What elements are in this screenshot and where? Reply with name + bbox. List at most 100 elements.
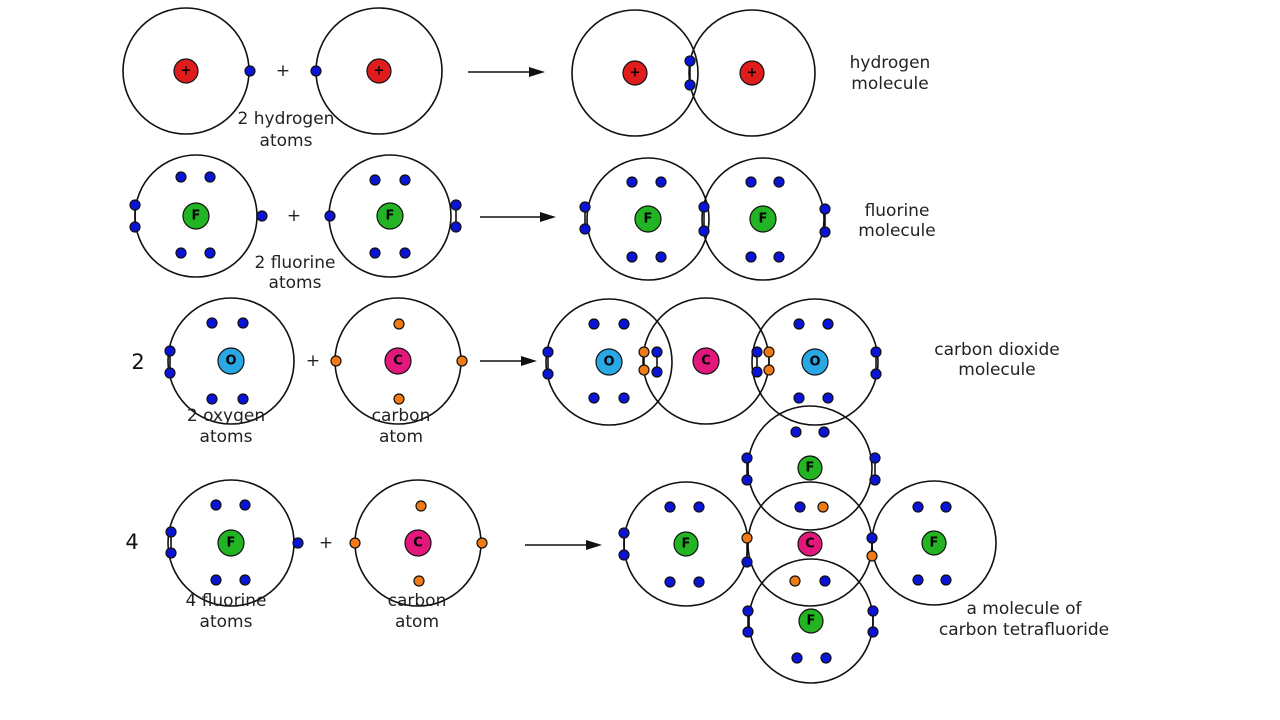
fluorine-atom: F — [165, 479, 304, 607]
electron-shell — [747, 405, 873, 531]
electron-dot — [912, 501, 924, 513]
reactant-label: carbon — [388, 591, 447, 611]
electron-shell — [545, 298, 673, 426]
nucleus-symbol: F — [930, 536, 939, 551]
reactant-label: 2 fluorine — [254, 253, 335, 273]
electron-dot — [204, 247, 216, 259]
reaction-arrow — [468, 67, 545, 77]
electron-shell — [167, 297, 295, 425]
fluorine-nucleus — [182, 202, 210, 230]
electron-dot — [741, 452, 753, 464]
electron-dot — [745, 251, 757, 263]
carbon-electron-dot — [330, 355, 342, 367]
electron-dot — [791, 652, 803, 664]
electron-dot — [129, 221, 141, 233]
carbon-electron-dot — [476, 537, 488, 549]
row-fluorine: F + F 2 fluorine atoms F F — [129, 154, 936, 293]
carbon-dioxide-molecule: O C O — [542, 297, 882, 426]
electron-dot — [867, 626, 879, 638]
carbon-nucleus — [384, 347, 412, 375]
carbon-nucleus — [404, 529, 432, 557]
hydrogen-nucleus — [173, 58, 199, 84]
reaction-arrow — [480, 212, 556, 222]
product-label: a molecule of — [966, 599, 1082, 619]
electron-dot — [698, 201, 710, 213]
electron-dot — [793, 392, 805, 404]
fluorine-molecule: F F — [579, 157, 831, 281]
nucleus-symbol: O — [809, 355, 820, 370]
product-label: carbon dioxide — [934, 340, 1060, 360]
carbon-nucleus — [797, 531, 823, 557]
carbon-electron-dot — [866, 550, 878, 562]
electron-dot — [588, 318, 600, 330]
nucleus-symbol: F — [682, 537, 691, 552]
electron-dot — [369, 174, 381, 186]
electron-dot — [818, 426, 830, 438]
nucleus-symbol: F — [227, 536, 236, 551]
electron-dot — [175, 171, 187, 183]
electron-dot — [867, 605, 879, 617]
electron-dot — [741, 556, 753, 568]
electron-dot — [579, 201, 591, 213]
electron-dot — [869, 474, 881, 486]
fluorine-nucleus — [376, 202, 404, 230]
carbon-electron-dot — [415, 500, 427, 512]
electron-shell — [571, 9, 699, 137]
electron-dot — [618, 549, 630, 561]
electron-dot — [164, 367, 176, 379]
electron-dot — [790, 426, 802, 438]
plus-sign: + — [287, 206, 301, 226]
electron-dot — [793, 318, 805, 330]
electron-dot — [819, 226, 831, 238]
electron-dot — [129, 199, 141, 211]
plus-sign: + — [306, 351, 320, 371]
coefficient: 4 — [125, 530, 138, 554]
electron-dot — [742, 626, 754, 638]
row-hydrogen: + + + 2 hydrogen atoms + + hydrogen mole… — [122, 7, 930, 151]
electron-dot — [693, 576, 705, 588]
electron-dot — [664, 576, 676, 588]
carbon-electron-dot — [349, 537, 361, 549]
electron-dot — [450, 199, 462, 211]
nucleus-symbol: C — [393, 354, 403, 369]
electron-dot — [742, 605, 754, 617]
hydrogen-nucleus — [366, 58, 392, 84]
product-label: molecule — [958, 360, 1035, 380]
electron-dot — [651, 366, 663, 378]
electron-dot — [324, 210, 336, 222]
electron-dot — [794, 501, 806, 513]
electron-dot — [399, 174, 411, 186]
electron-dot — [579, 223, 591, 235]
carbon-electron-dot — [789, 575, 801, 587]
carbon-tetrafluoride-molecule: F F C F F — [618, 405, 997, 684]
electron-dot — [164, 345, 176, 357]
electron-dot — [751, 366, 763, 378]
electron-dot — [655, 251, 667, 263]
electron-dot — [684, 79, 696, 91]
carbon-electron-dot — [393, 318, 405, 330]
nucleus-symbol: O — [225, 354, 236, 369]
nucleus-symbol: C — [701, 354, 711, 369]
electron-dot — [206, 393, 218, 405]
electron-shell — [701, 157, 825, 281]
product-label: molecule — [858, 221, 935, 241]
reactant-label: 2 oxygen — [187, 406, 265, 426]
electron-dot — [450, 221, 462, 233]
product-label: fluorine — [865, 201, 930, 221]
electron-dot — [292, 537, 304, 549]
reactant-label: atoms — [200, 612, 253, 632]
electron-dot — [773, 176, 785, 188]
reactant-label: atoms — [269, 273, 322, 293]
electron-dot — [866, 532, 878, 544]
electron-dot — [542, 346, 554, 358]
electron-dot — [175, 247, 187, 259]
carbon-electron-dot — [393, 393, 405, 405]
electron-dot — [751, 346, 763, 358]
hydrogen-atom: + — [122, 7, 256, 135]
electron-dot — [870, 368, 882, 380]
fluorine-nucleus — [797, 455, 823, 481]
reactant-label: atoms — [260, 131, 313, 151]
reaction-arrow — [480, 356, 537, 366]
electron-dot — [940, 574, 952, 586]
